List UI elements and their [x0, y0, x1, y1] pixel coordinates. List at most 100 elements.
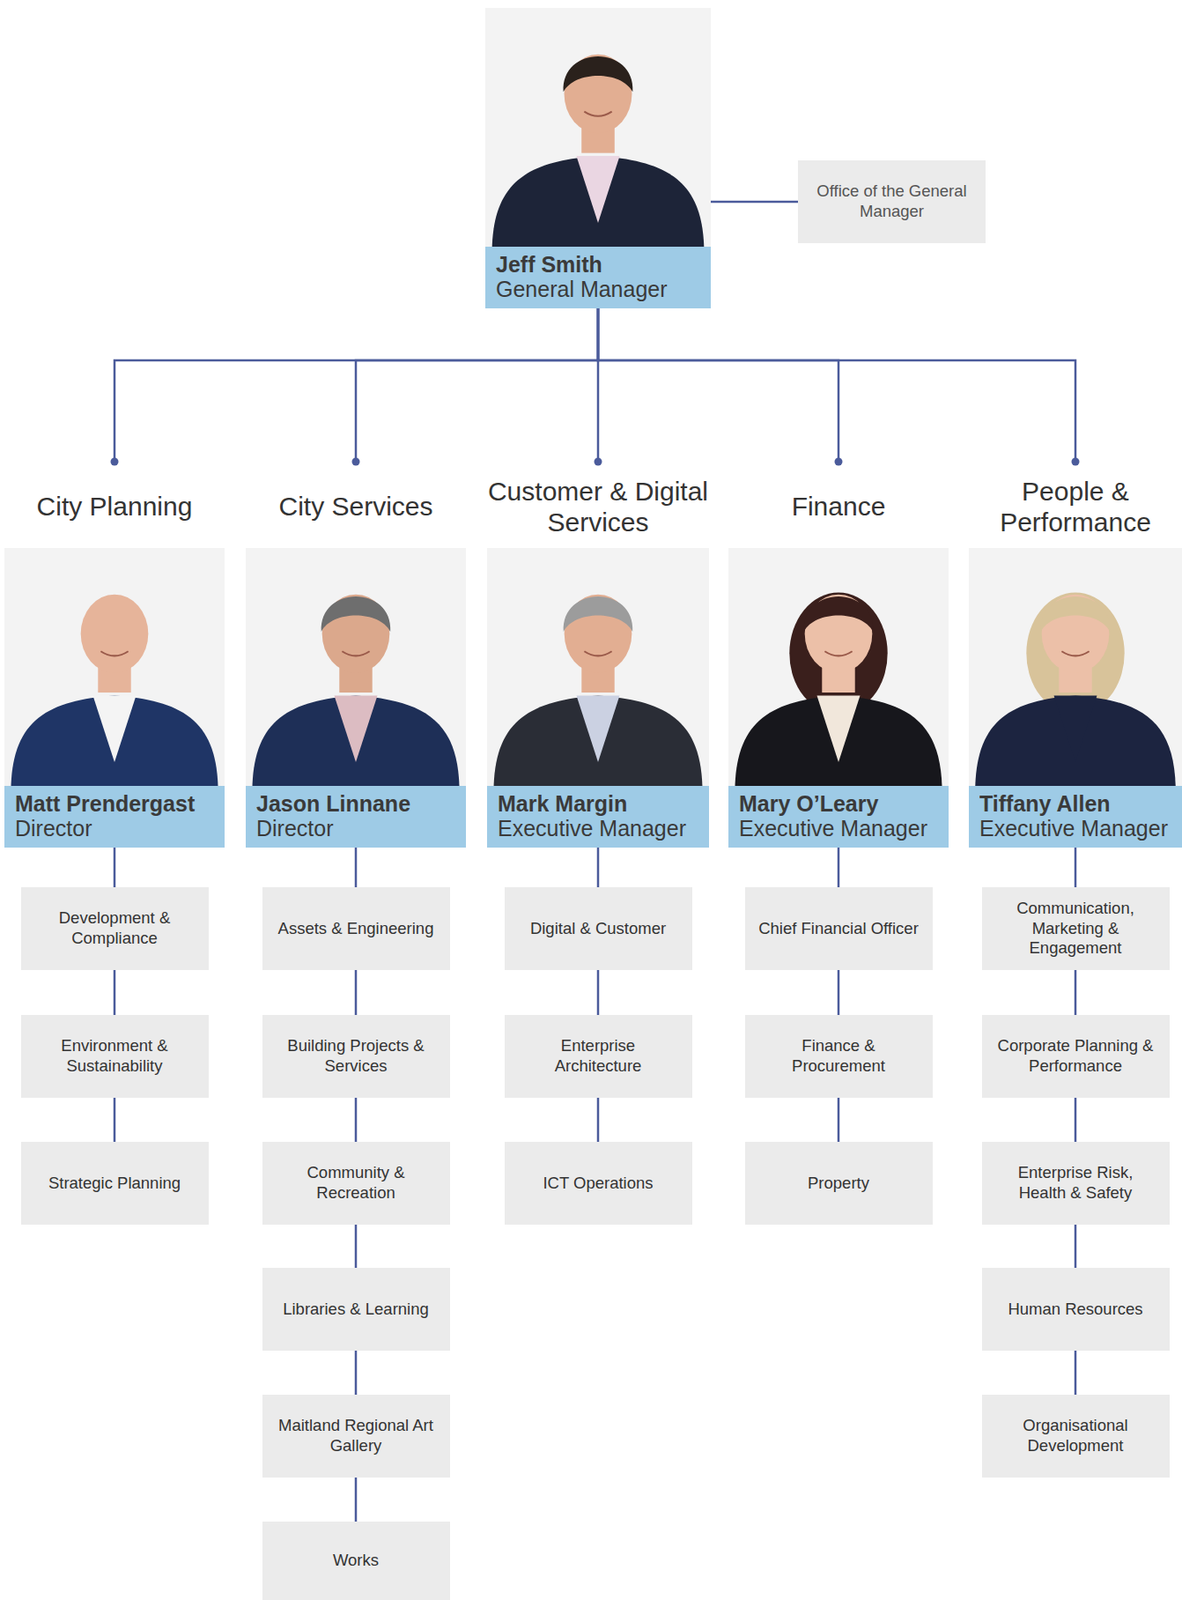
portrait-photo [728, 547, 949, 786]
unit-label: Finance & Procurement [757, 1035, 921, 1076]
unit-label: Digital & Customer [530, 918, 666, 939]
connector-line [355, 847, 357, 887]
connector-path [1074, 1097, 1078, 1142]
photo-background [485, 7, 711, 247]
photo-background [245, 547, 466, 786]
connector-dot [594, 458, 603, 466]
connector-path [597, 1097, 600, 1142]
name-band: Jason LinnaneDirector [245, 785, 466, 848]
connector-path [354, 969, 358, 1015]
jacket-shape [494, 694, 703, 786]
unit-label: ICT Operations [542, 1173, 653, 1194]
unit-box: Libraries & Learning [262, 1267, 451, 1351]
connector-path [1074, 969, 1078, 1015]
unit-box: Chief Financial Officer [745, 886, 933, 970]
connector-line [598, 847, 599, 887]
connector-line [1075, 847, 1077, 887]
unit-label: Property [807, 1173, 870, 1194]
jacket-shape [735, 694, 943, 786]
photo-background [968, 547, 1182, 786]
connector-line [598, 1097, 599, 1142]
unit-label: Chief Financial Officer [758, 918, 919, 939]
person-name: Tiffany Allen [979, 791, 1173, 817]
unit-box: Works [262, 1521, 451, 1600]
connector-line [838, 847, 840, 887]
unit-box: Property [745, 1141, 933, 1225]
unit-box: Strategic Planning [21, 1141, 209, 1225]
department-card: City PlanningMatt PrendergastDirector [4, 465, 225, 848]
person-role: Executive Manager [497, 816, 700, 842]
photo-background [487, 547, 710, 786]
unit-box: Enterprise Architecture [504, 1014, 693, 1098]
unit-box: Human Resources [982, 1267, 1170, 1351]
portrait-photo [4, 547, 225, 786]
smile-line [583, 650, 612, 656]
unit-label: Environment & Sustainability [33, 1035, 197, 1076]
hair-shape [563, 596, 634, 632]
connector-line [598, 969, 599, 1015]
jacket-shape [11, 694, 219, 786]
person-role: Director [256, 816, 457, 842]
head-shape [81, 594, 149, 673]
person-name: Jason Linnane [256, 791, 457, 817]
connector-path [354, 847, 358, 887]
portrait-photo [485, 7, 711, 247]
connector-path [354, 1350, 358, 1395]
unit-label: Development & Compliance [33, 908, 197, 948]
connector-path [354, 1224, 358, 1268]
person-role: Director [14, 816, 215, 842]
connector-dot [110, 458, 119, 466]
department-heading: People & Performance [968, 465, 1182, 548]
connector-path [837, 969, 841, 1015]
name-band: Jeff SmithGeneral Manager [485, 246, 711, 309]
head-shape [564, 54, 633, 133]
person-name: Jeff Smith [495, 252, 702, 278]
connector-path [837, 847, 841, 887]
connector-line [1075, 969, 1077, 1015]
connector-line [1075, 1224, 1077, 1268]
department-heading: Finance [728, 465, 949, 548]
connector-path [114, 308, 599, 466]
connector-line [598, 308, 1080, 466]
person-name: Mark Margin [497, 791, 700, 817]
unit-box: Building Projects & Services [262, 1014, 451, 1098]
connector-path [1074, 1350, 1078, 1395]
name-band: Tiffany AllenExecutive Manager [968, 785, 1182, 848]
department-card: City ServicesJason LinnaneDirector [245, 465, 466, 848]
person-role: Executive Manager [738, 816, 939, 842]
unit-box: Environment & Sustainability [21, 1014, 209, 1098]
unit-label: Human Resources [1007, 1299, 1143, 1320]
connector-line [114, 847, 116, 887]
department-heading: Customer & Digital Services [487, 465, 710, 548]
person-name: Mary O’Leary [738, 791, 939, 817]
unit-label: Assets & Engineering [278, 918, 435, 939]
connector-line [355, 1477, 357, 1522]
connector-line [355, 969, 357, 1015]
department-card: FinanceMary O’LearyExecutive Manager [728, 465, 949, 848]
head-shape [322, 594, 391, 673]
photo-background [4, 547, 225, 786]
shirt-shape [92, 694, 136, 762]
hair-shape [563, 56, 634, 92]
head-shape [805, 594, 873, 673]
shirt-shape [333, 694, 377, 762]
unit-label: Office of the General Manager [810, 181, 974, 222]
connector-path [598, 308, 1076, 466]
connector-line [114, 969, 116, 1015]
connector-dot [1071, 458, 1080, 466]
smile-line [583, 111, 612, 117]
shirt-shape [1053, 694, 1097, 762]
connector-path [1074, 847, 1078, 887]
connector-path [598, 308, 839, 466]
hair-shape [1041, 596, 1111, 632]
unit-label: Enterprise Architecture [517, 1035, 680, 1076]
connector-path [597, 847, 600, 887]
connector-line [838, 1097, 840, 1142]
jacket-shape [492, 155, 705, 247]
unit-label: Maitland Regional Art Gallery [274, 1415, 438, 1456]
smile-line [100, 650, 128, 656]
smile-line [824, 650, 852, 656]
connector-line [355, 1224, 357, 1268]
connector-path [113, 969, 117, 1015]
